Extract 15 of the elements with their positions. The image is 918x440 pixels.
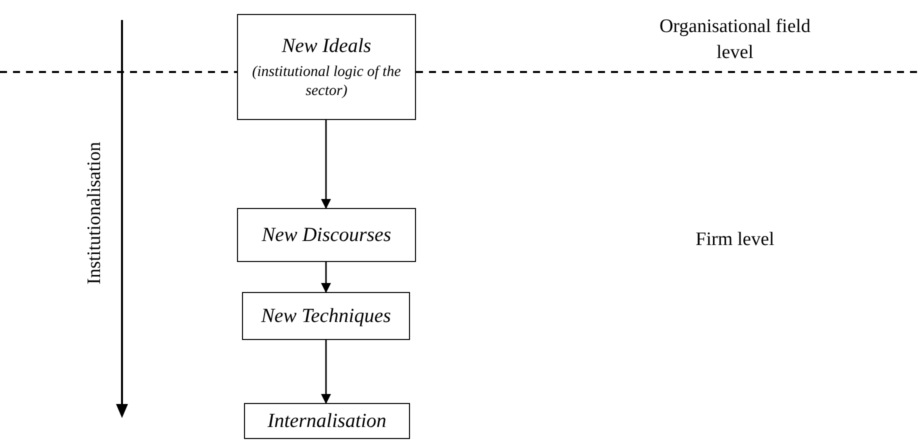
- process-box: [237, 208, 416, 262]
- arrow: [321, 120, 331, 209]
- arrow: [321, 262, 331, 293]
- box-title: New Discourses: [262, 222, 392, 248]
- process-box: [244, 403, 410, 439]
- box-title: Internalisation: [268, 408, 386, 434]
- box-title: New Techniques: [261, 304, 391, 328]
- level-label: Organisational field level: [658, 15, 812, 66]
- process-box: [242, 292, 410, 340]
- level-label: Firm level: [694, 228, 776, 252]
- box-subtitle: (institutional logic of the sector): [251, 62, 402, 100]
- axis-label: Institutionalisation: [82, 140, 106, 286]
- box-title: New Ideals: [282, 34, 372, 59]
- arrow: [321, 340, 331, 404]
- process-box: [237, 14, 416, 120]
